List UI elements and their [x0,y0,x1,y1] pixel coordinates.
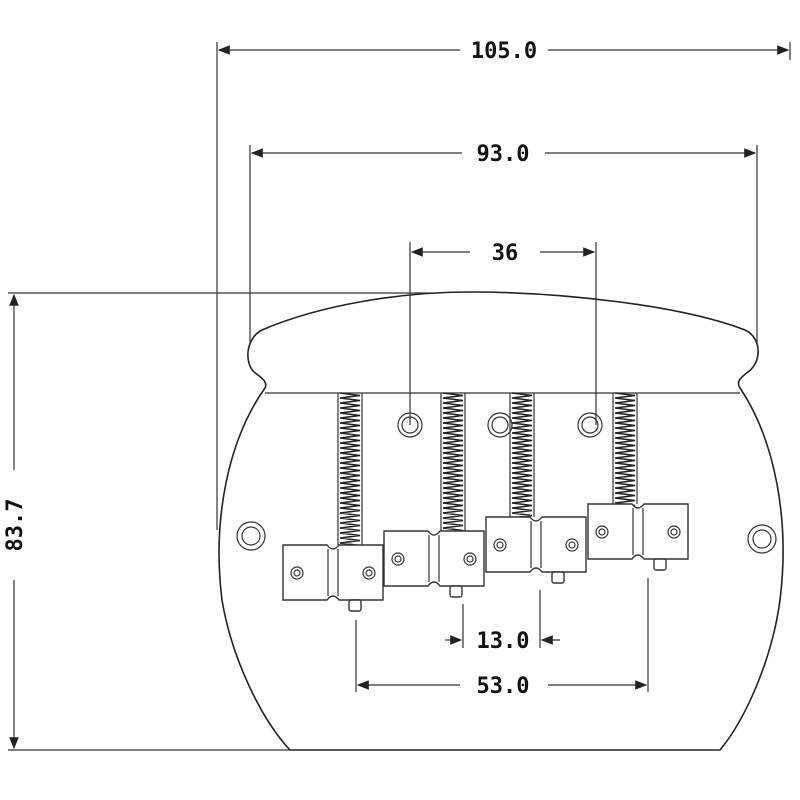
height-screw [290,566,304,580]
intonation-springs [337,392,638,549]
dimension-label: 105.0 [471,39,537,64]
height-screw [391,552,405,566]
height-screw [493,538,507,552]
saddle [485,516,587,584]
height-screw [565,538,579,552]
height-screw [667,525,681,539]
height-screw [595,525,609,539]
dimension-string-spacing: 13.0 [445,590,560,654]
height-screw [463,552,477,566]
dimension-overall-width: 105.0 [216,39,791,530]
dimension-label: 93.0 [477,142,530,167]
saddles [282,503,689,612]
saddle [282,544,384,612]
dimension-label: 83.7 [3,499,28,552]
spring [509,392,535,519]
dimension-overall-height: 83.7 [3,292,440,751]
spring [337,392,363,549]
mounting-hole [577,412,603,438]
dimension-top-width: 93.0 [249,142,758,345]
dimension-label: 13.0 [477,629,530,654]
dimension-label: 53.0 [477,674,530,699]
mounting-hole [747,524,777,554]
mounting-holes [236,412,777,554]
saddle [383,530,485,598]
spring [440,392,466,534]
spring [612,392,638,509]
dimension-label: 36 [492,241,519,266]
dimension-hole-spacing: 36 [409,241,597,425]
mounting-hole [487,412,513,438]
mounting-hole [236,521,266,551]
height-screw [362,566,376,580]
saddle [587,503,689,571]
dimension-string-span: 53.0 [355,578,649,699]
